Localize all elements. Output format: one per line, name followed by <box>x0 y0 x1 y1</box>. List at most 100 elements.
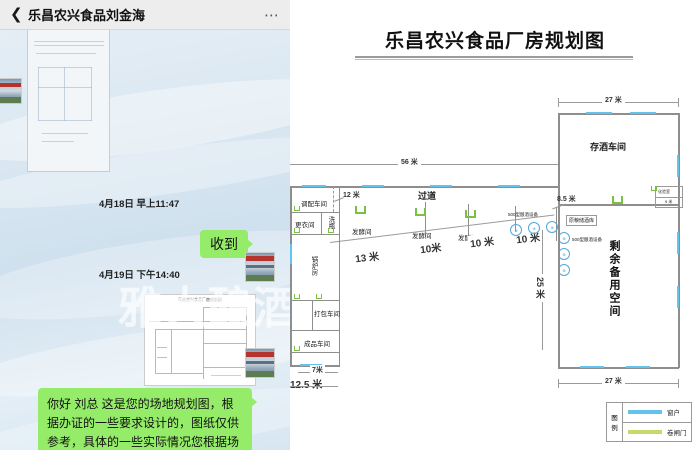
dim-top-overall: 56 米 <box>398 157 421 167</box>
legend-item-window: 窗户 <box>623 403 691 423</box>
dim-bay-1: 13 米 <box>352 247 382 266</box>
equipment-icon: ⊕ <box>528 222 540 234</box>
wall-partition <box>515 206 516 240</box>
equipment-icon: ⊕ <box>558 232 570 244</box>
dim-tick <box>678 379 679 388</box>
avatar-thumbnail[interactable] <box>0 78 22 104</box>
wall-left-outer <box>290 186 292 366</box>
more-options-icon[interactable]: ⋯ <box>264 6 280 24</box>
door-symbol <box>651 186 657 191</box>
room-label-boiler: 锅炉房 <box>310 256 317 276</box>
room-label-ferment-1: 发酵间 <box>352 229 372 236</box>
dim-left-bottom: 12.5 米 <box>290 380 323 391</box>
factory-plan-drawing: 乐昌农兴食品厂房规划图 27 米 存酒车间 8.5 米 化验室 化验室 5 米 … <box>290 0 700 450</box>
room-label-lab: 化验室 <box>658 189 670 194</box>
wall-partition <box>290 212 340 213</box>
wall-bottom <box>558 367 679 369</box>
window-symbol <box>430 185 452 187</box>
plan-title: 乐昌农兴食品厂房规划图 <box>384 31 605 52</box>
room-label-wash-bottle: 洗瓶 <box>327 216 334 229</box>
legend-swatch-rolling-door <box>628 429 662 434</box>
dim-tick <box>558 379 559 388</box>
rolling-door-symbol <box>612 196 623 204</box>
dim-bay-3: 10 米 <box>467 232 497 251</box>
wechat-chat-panel: ❮ 乐昌农兴食品刘金海 ⋯ <box>0 0 290 450</box>
wall-partition <box>425 202 426 237</box>
door-symbol <box>294 346 300 351</box>
room-label-finished: 成品车间 <box>304 341 330 348</box>
chat-title: 乐昌农兴食品刘金海 <box>28 8 146 23</box>
room-label-store-wine: 存酒车间 <box>590 142 627 152</box>
equipment-icon: ⊕ <box>558 248 570 260</box>
room-label-blend: 调配车间 <box>301 201 327 208</box>
rolling-door-symbol <box>355 206 366 214</box>
equipment-icon: ⊕ <box>510 224 522 236</box>
message-bubble-outgoing[interactable]: 你好 刘总 这是您的场地规划图，根据办证的一些要求设计的，图纸仅供参考，具体的一… <box>38 388 257 450</box>
room-label-packing: 打包车间 <box>314 311 340 318</box>
message-bubble-outgoing[interactable]: 收到 <box>200 230 253 258</box>
dim-upper-right-small: 8.5 米 <box>557 196 576 203</box>
legend-title-char-2: 例 <box>611 425 618 432</box>
room-label-corridor: 过道 <box>418 191 437 201</box>
window-symbol <box>290 244 292 264</box>
door-symbol <box>294 294 300 299</box>
door-symbol <box>328 228 334 233</box>
wall-main-top <box>290 186 558 188</box>
message-image-blueprint[interactable] <box>27 22 110 172</box>
legend-rows: 窗户 卷闸门 <box>623 403 691 441</box>
window-symbol <box>677 232 679 254</box>
legend-title: 图 例 <box>607 403 623 441</box>
legend-title-char-1: 图 <box>611 415 618 422</box>
window-symbol <box>626 366 650 368</box>
room-label-grain-store: 原粮储酒库 <box>566 215 598 226</box>
window-symbol <box>362 185 384 187</box>
room-label-changing: 更衣间 <box>295 222 315 229</box>
equipment-label-2: 500型酿酒设备 <box>572 237 603 242</box>
wall-right-inner <box>339 186 340 366</box>
rolling-door-symbol <box>465 210 476 218</box>
window-symbol <box>580 366 604 368</box>
wall-partition <box>312 300 313 330</box>
equipment-icon: ⊕ <box>558 264 570 276</box>
dashed-guide <box>333 186 334 212</box>
wall-partition <box>290 352 340 353</box>
dim-tick <box>558 98 559 107</box>
window-symbol <box>677 286 679 308</box>
legend-label-window: 窗户 <box>667 410 680 418</box>
dim-left-bottom-inner: 7米 <box>310 365 325 375</box>
room-label-spare-space: 剩余备用空间 <box>608 240 620 318</box>
legend-item-rolling-door: 卷闸门 <box>623 423 691 442</box>
wall-partition <box>290 300 340 301</box>
wall-top <box>558 113 679 115</box>
message-list: 4月18日 早上11:47 收到 4月19日 下午14:40 乐昌农兴食品厂房规… <box>0 22 290 450</box>
back-chevron-icon[interactable]: ❮ <box>10 6 23 23</box>
dim-corridor-width: 12 米 <box>343 192 360 199</box>
wall-bottom <box>558 204 679 206</box>
avatar-thumbnail[interactable] <box>245 252 275 282</box>
room-label-ferment-2: 发酵间 <box>412 233 432 240</box>
message-timestamp: 4月18日 早上11:47 <box>99 199 180 210</box>
dim-bottom-right: 27 米 <box>602 376 625 386</box>
dim-top-right: 27 米 <box>602 95 625 105</box>
equipment-icon: ⊕ <box>546 221 558 233</box>
window-symbol <box>677 155 679 177</box>
message-timestamp: 4月19日 下午14:40 <box>99 270 180 281</box>
message-image-plan[interactable]: 乐昌农兴食品厂房规划图 <box>144 294 256 386</box>
door-symbol <box>294 206 300 211</box>
legend-box: 图 例 窗户 卷闸门 <box>606 402 692 442</box>
title-underline <box>355 56 633 60</box>
avatar-thumbnail[interactable] <box>245 348 275 378</box>
lab-dim-box: 5 米 <box>655 198 683 208</box>
door-symbol <box>316 294 322 299</box>
lab-room-box: 化验室 <box>655 186 683 198</box>
thumbnail-plan-title: 乐昌农兴食品厂房规划图 <box>178 297 222 302</box>
dim-tiny-5m: 5 米 <box>665 199 673 204</box>
dim-tick <box>678 98 679 107</box>
wall-partition <box>321 212 322 234</box>
door-symbol <box>294 228 300 233</box>
wall-left <box>558 113 560 205</box>
wall-partition <box>290 330 340 331</box>
dim-bay-2: 10米 <box>417 238 444 257</box>
equipment-label-1: 500型酿酒设备 <box>508 212 539 217</box>
